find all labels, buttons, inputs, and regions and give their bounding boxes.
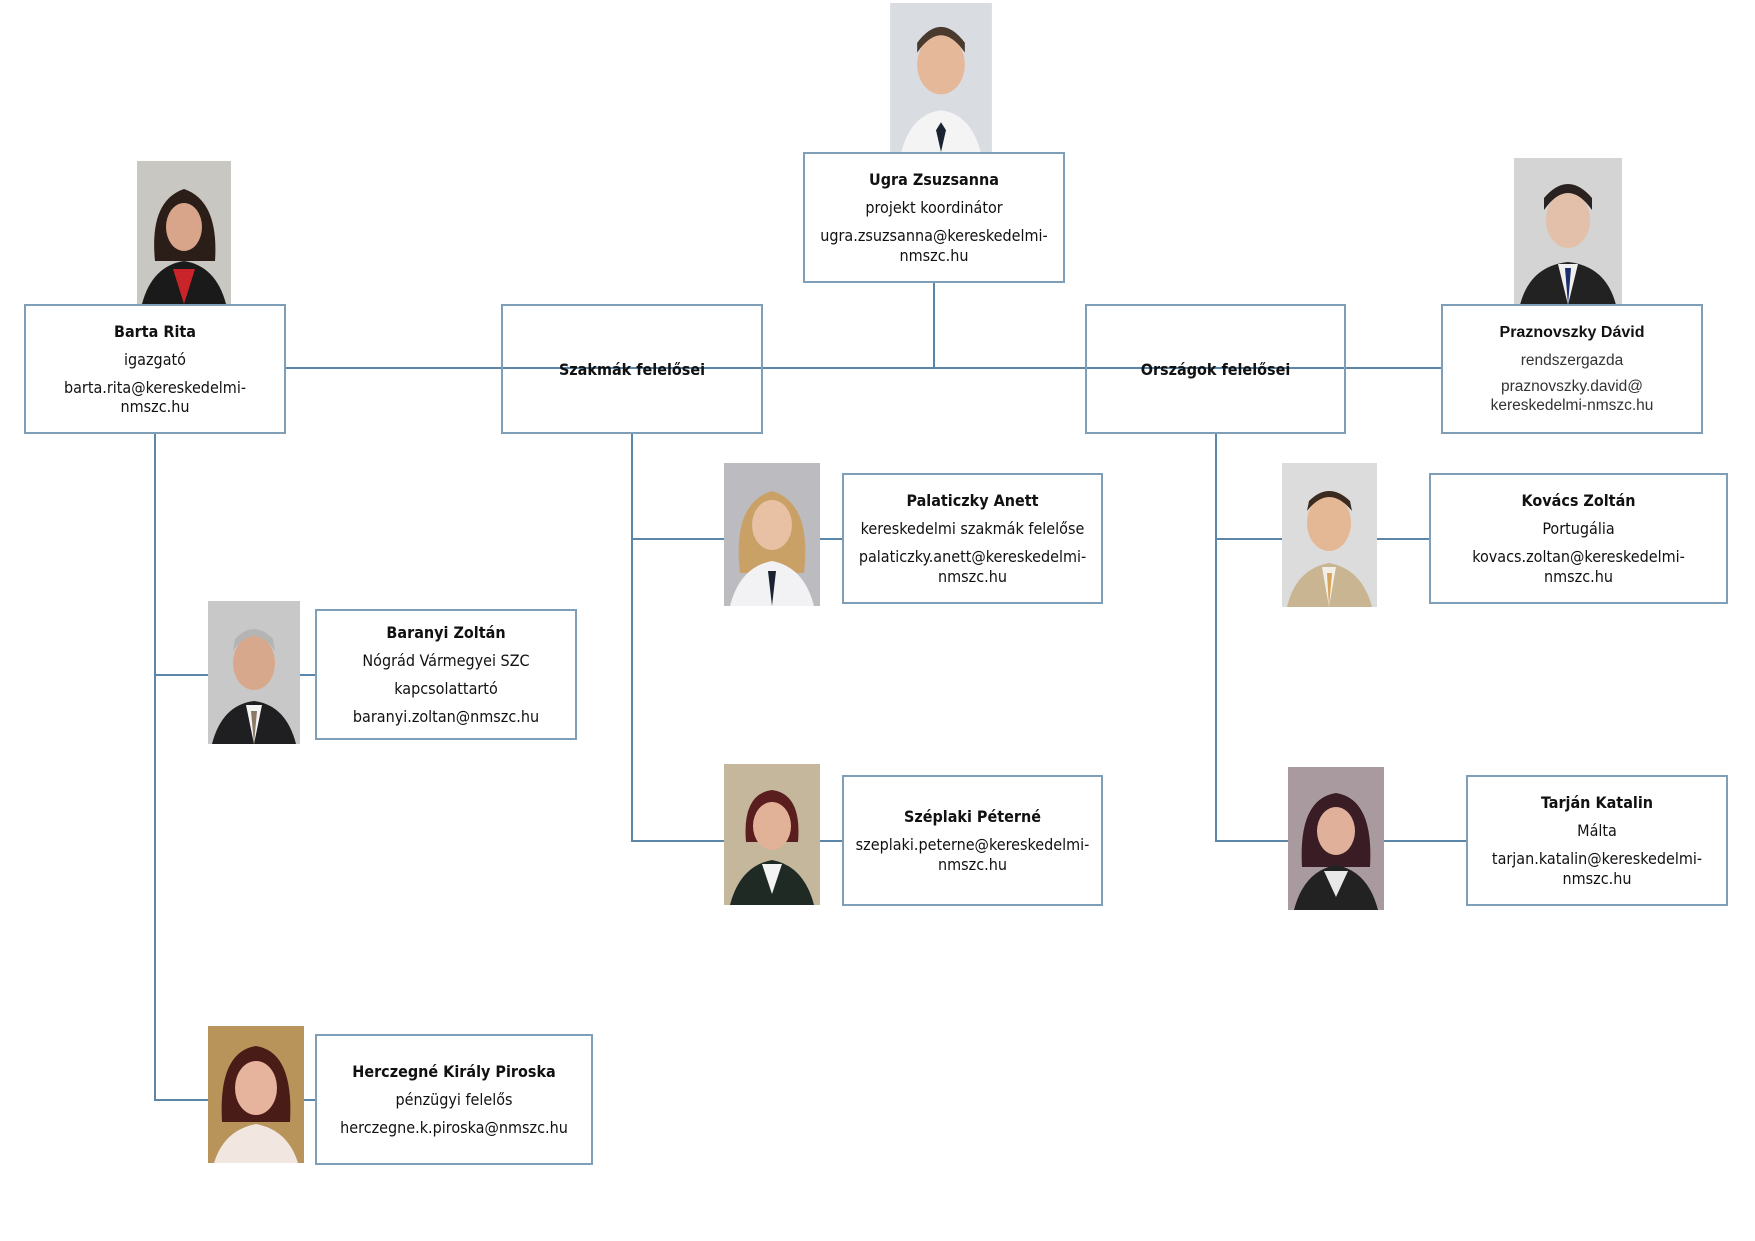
person-card-barta: Barta Rita igazgató barta.rita@kereskede… (24, 304, 286, 434)
person-name: Tarján Katalin (1540, 793, 1654, 813)
person-card-szeplaki: Széplaki Péterné szeplaki.peterne@keresk… (842, 775, 1103, 906)
connector-barta-vertical (154, 434, 156, 1101)
person-role: Málta (1577, 821, 1617, 841)
connector-main-horizontal (285, 367, 1441, 369)
connector-szeplaki-box (820, 840, 843, 842)
connector-szakmak-vertical (631, 434, 633, 841)
photo-ugra (890, 3, 992, 152)
person-role: Portugália (1542, 519, 1615, 539)
person-name: Kovács Zoltán (1521, 491, 1636, 511)
photo-barta (137, 161, 231, 304)
photo-tarjan (1288, 767, 1384, 910)
group-orszagok-label: Országok felelősei (1140, 359, 1291, 379)
person-role: pénzügyi felelős (395, 1089, 513, 1109)
photo-kovacs (1282, 463, 1377, 607)
person-name: Praznovszky Dávid (1499, 323, 1645, 341)
group-szakmak-label: Szakmák felelősei (558, 359, 706, 379)
person-card-baranyi: Baranyi Zoltán Nógrád Vármegyei SZC kapc… (315, 609, 577, 740)
connector-palaticzky (631, 538, 725, 540)
group-szakmak: Szakmák felelősei (501, 304, 763, 434)
person-role: Nógrád Vármegyei SZC (362, 650, 530, 670)
person-email[interactable]: herczegne.k.piroska@nmszc.hu (340, 1117, 568, 1137)
connector-baranyi-box (300, 674, 316, 676)
person-email[interactable]: baranyi.zoltan@nmszc.hu (352, 706, 540, 726)
photo-baranyi (208, 601, 300, 744)
person-name: Baranyi Zoltán (386, 622, 506, 642)
connector-ugra (933, 283, 935, 368)
person-email[interactable]: tarjan.katalin@kereskedelmi-nmszc.hu (1491, 849, 1703, 888)
person-role: kereskedelmi szakmák felelőse (860, 519, 1085, 539)
person-role: rendszergazda (1520, 351, 1624, 369)
person-email[interactable]: barta.rita@kereskedelmi-nmszc.hu (63, 377, 247, 416)
connector-kovacs-box (1377, 538, 1430, 540)
person-card-praznovszky: Praznovszky Dávid rendszergazda praznovs… (1441, 304, 1703, 434)
connector-herczegne (154, 1099, 209, 1101)
photo-praznovszky (1514, 158, 1622, 305)
person-name: Herczegné Király Piroska (352, 1061, 556, 1081)
connector-baranyi (154, 674, 209, 676)
person-email[interactable]: praznovszky.david@kereskedelmi-nmszc.hu (1490, 378, 1654, 414)
person-card-kovacs: Kovács Zoltán Portugália kovacs.zoltan@k… (1429, 473, 1728, 604)
person-email[interactable]: palaticzky.anett@kereskedelmi-nmszc.hu (858, 547, 1087, 586)
photo-palaticzky (724, 463, 820, 606)
person-role-2: kapcsolattartó (394, 678, 498, 698)
person-card-palaticzky: Palaticzky Anett kereskedelmi szakmák fe… (842, 473, 1103, 604)
group-orszagok: Országok felelősei (1085, 304, 1346, 434)
person-name: Barta Rita (114, 321, 196, 341)
person-name: Ugra Zsuzsanna (869, 170, 999, 190)
connector-tarjan-box (1384, 840, 1467, 842)
connector-palaticzky-box (820, 538, 843, 540)
person-role: igazgató (124, 349, 186, 369)
connector-orszagok-vertical (1215, 434, 1217, 841)
connector-herczegne-box (304, 1099, 316, 1101)
connector-tarjan (1215, 840, 1289, 842)
connector-szeplaki (631, 840, 725, 842)
photo-herczegne (208, 1026, 304, 1163)
person-role: projekt koordinátor (865, 198, 1003, 218)
person-card-ugra: Ugra Zsuzsanna projekt koordinátor ugra.… (803, 152, 1065, 283)
person-name: Palaticzky Anett (906, 491, 1039, 511)
person-email[interactable]: szeplaki.peterne@kereskedelmi-nmszc.hu (855, 835, 1090, 874)
photo-szeplaki (724, 764, 820, 905)
person-email[interactable]: ugra.zsuzsanna@kereskedelmi-nmszc.hu (820, 226, 1048, 265)
person-name: Széplaki Péterné (903, 807, 1042, 827)
person-card-tarjan: Tarján Katalin Málta tarjan.katalin@kere… (1466, 775, 1728, 906)
person-card-herczegne: Herczegné Király Piroska pénzügyi felelő… (315, 1034, 593, 1165)
connector-kovacs (1215, 538, 1283, 540)
person-email[interactable]: kovacs.zoltan@kereskedelmi-nmszc.hu (1472, 547, 1685, 586)
